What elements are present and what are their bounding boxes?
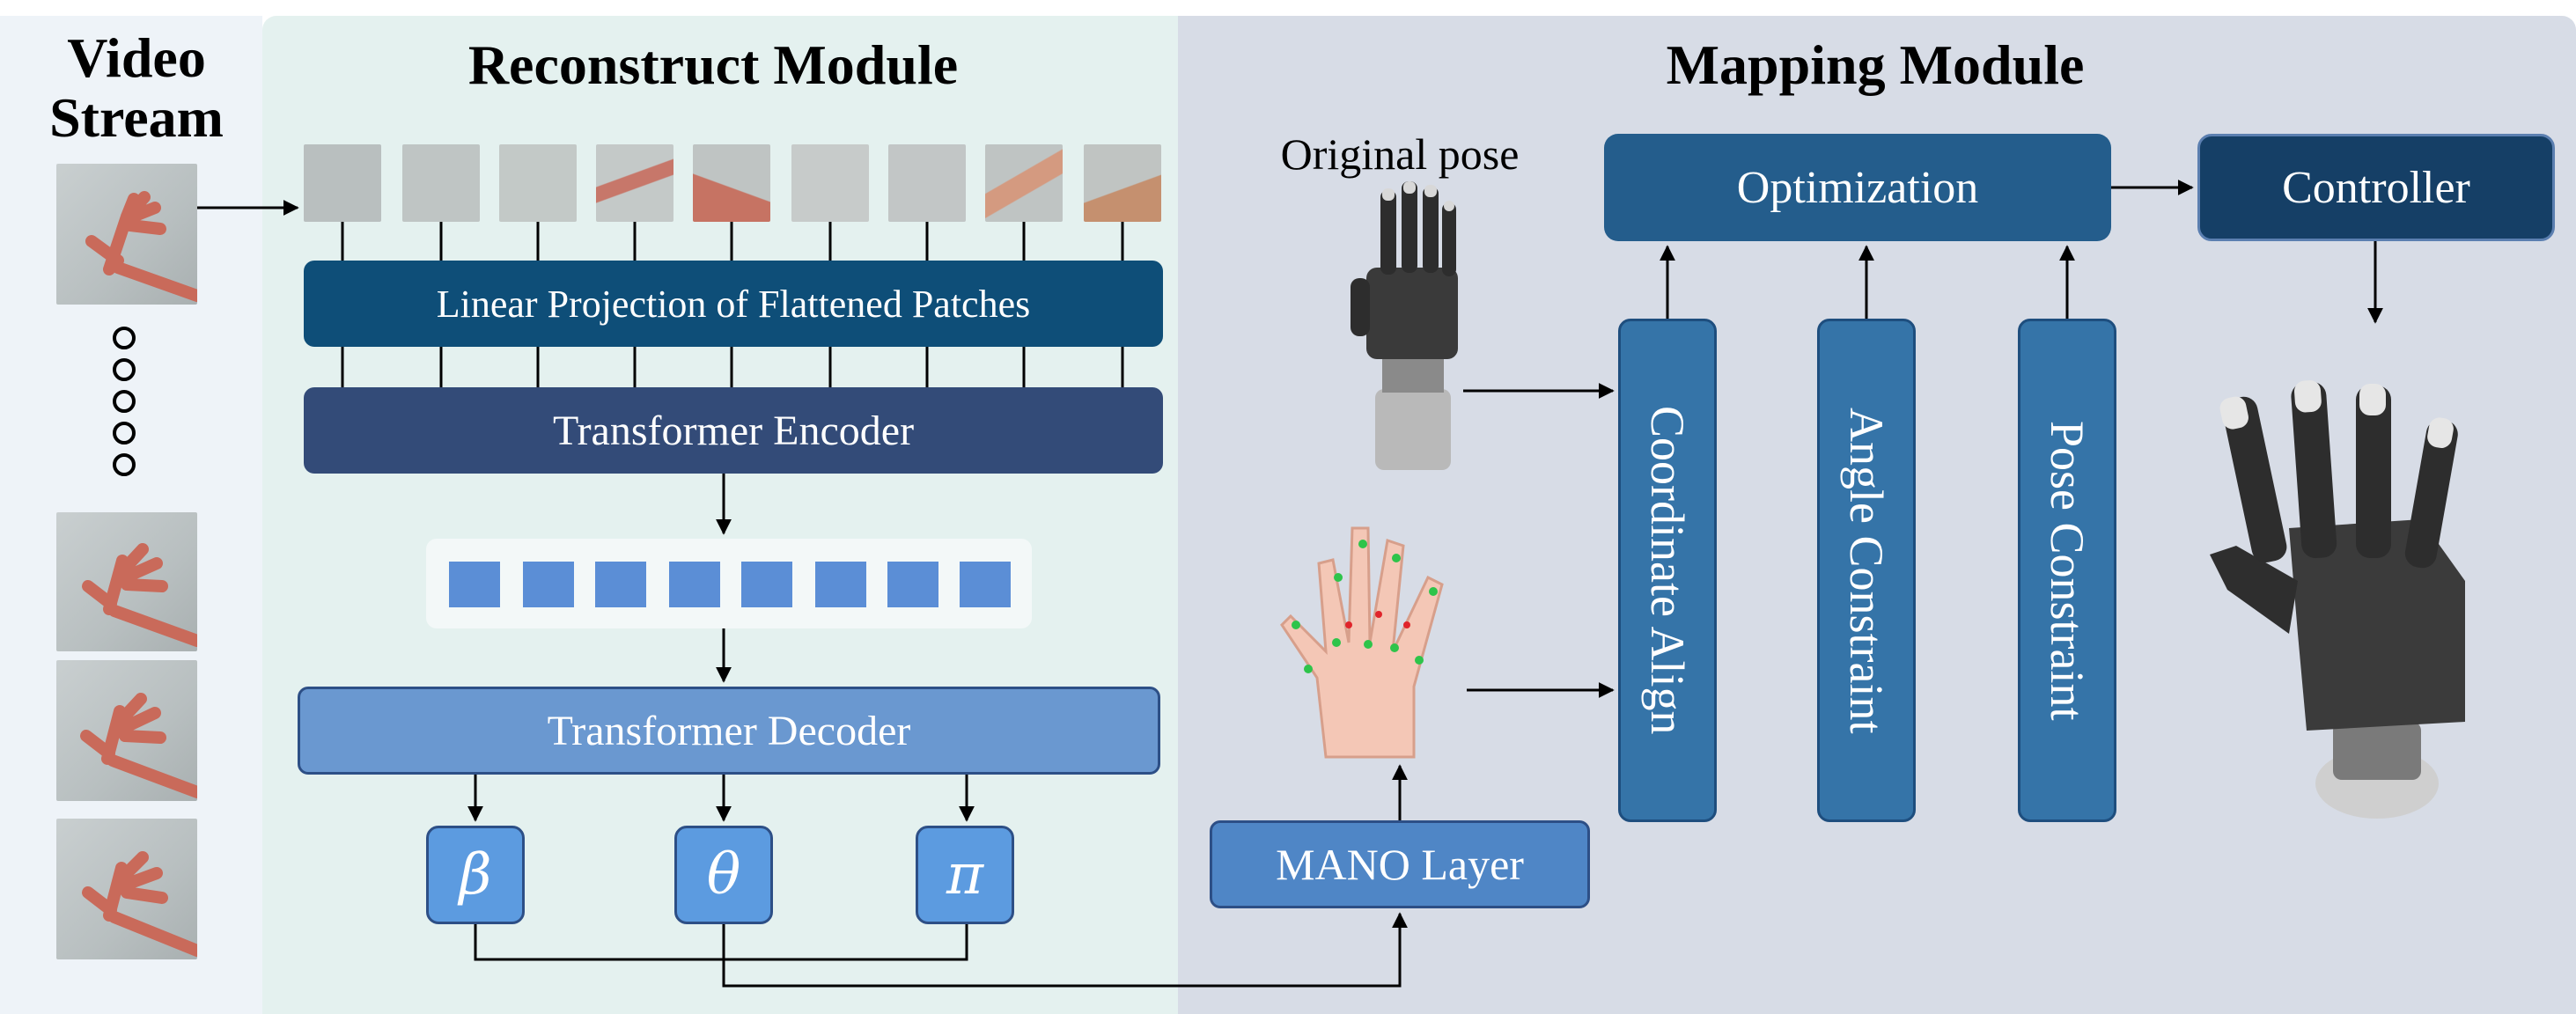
- param-pi-box: π: [916, 826, 1014, 924]
- patch-3: [499, 144, 577, 222]
- video-stream-title: Video Stream: [49, 26, 224, 149]
- angle-constraint-box: Angle Constraint: [1817, 319, 1916, 822]
- token-6: [815, 562, 866, 607]
- token-4: [669, 562, 720, 607]
- token-3: [595, 562, 646, 607]
- mapping-module-title: Mapping Module: [1666, 33, 2085, 96]
- video-frame-3: [56, 660, 197, 801]
- angle-constraint-label: Angle Constraint: [1840, 407, 1893, 734]
- patch-7: [888, 144, 966, 222]
- transformer-encoder-box: Transformer Encoder: [304, 387, 1163, 474]
- hand-photo-icon: [85, 191, 197, 302]
- transformer-decoder-box: Transformer Decoder: [298, 687, 1160, 775]
- token-5: [741, 562, 792, 607]
- coordinate-align-label: Coordinate Align: [1641, 406, 1694, 735]
- pose-constraint-box: Pose Constraint: [2018, 319, 2116, 822]
- optimization-box: Optimization: [1604, 134, 2111, 241]
- video-frame-1: [56, 164, 197, 305]
- pose-constraint-label: Pose Constraint: [2041, 420, 2094, 721]
- token-sequence: [426, 539, 1032, 628]
- hand-photo-icon: [82, 543, 197, 647]
- reconstruct-module-title: Reconstruct Module: [467, 33, 959, 96]
- token-7: [887, 562, 938, 607]
- patches-row: [304, 144, 1167, 224]
- coordinate-align-box: Coordinate Align: [1618, 319, 1717, 822]
- robot-hand-output-icon: [2201, 370, 2500, 819]
- token-1: [449, 562, 500, 607]
- controller-box: Controller: [2197, 134, 2555, 241]
- video-frame-2: [56, 512, 197, 651]
- patch-8: [985, 144, 1063, 222]
- patch-6: [791, 144, 869, 222]
- video-frame-4: [56, 819, 197, 959]
- robot-hand-original-icon: [1347, 181, 1479, 472]
- patch-1: [304, 144, 381, 222]
- hand-photo-icon: [82, 851, 197, 957]
- patch-2: [402, 144, 480, 222]
- patch-5: [693, 144, 770, 222]
- param-theta-box: θ: [674, 826, 773, 924]
- patch-9: [1084, 144, 1161, 222]
- patch-4: [596, 144, 673, 222]
- mano-hand-mesh-icon: [1264, 493, 1467, 766]
- param-beta-box: β: [426, 826, 525, 924]
- mano-layer-box: MANO Layer: [1210, 820, 1590, 908]
- token-2: [523, 562, 574, 607]
- linear-projection-box: Linear Projection of Flattened Patches: [304, 261, 1163, 347]
- token-8: [960, 562, 1011, 607]
- original-pose-label: Original pose: [1280, 129, 1520, 179]
- hand-photo-icon: [80, 693, 197, 798]
- ellipsis-dots-icon: [111, 324, 137, 487]
